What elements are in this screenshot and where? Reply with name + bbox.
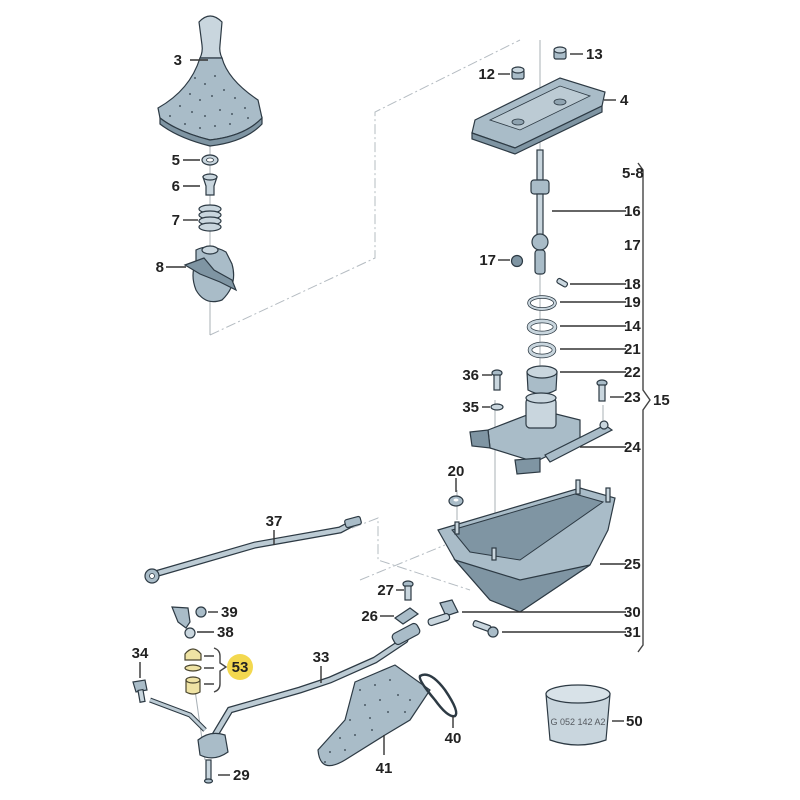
callout-34[interactable]: 34 [132,645,149,662]
boot-41[interactable] [317,664,431,767]
shift-rod[interactable] [149,622,421,759]
callout-33[interactable]: 33 [313,649,330,666]
bolt-31[interactable] [472,620,499,638]
callout-17-group[interactable]: 17 [624,237,641,254]
callout-labels: 3 4 5 6 7 8 12 13 16 17 17 18 19 14 21 2… [132,46,670,784]
circlip[interactable] [201,154,219,166]
bearing-shell[interactable] [526,365,558,395]
bolt-27[interactable] [402,580,414,601]
callout-41[interactable]: 41 [376,760,393,777]
clamp-26[interactable] [393,607,420,625]
callout-17-nut[interactable]: 17 [479,252,496,269]
nut-12[interactable] [511,66,525,80]
callout-25[interactable]: 25 [624,556,641,573]
ring-19[interactable] [527,295,557,311]
cover-plate[interactable] [471,77,606,155]
ball-housing[interactable] [183,245,238,303]
grease-tin-label: G 052 142 A2 [550,717,605,727]
callout-22[interactable]: 22 [624,364,641,381]
callout-18[interactable]: 18 [624,276,641,293]
callout-35[interactable]: 35 [462,399,479,416]
bush-kit-53-parts[interactable] [184,648,202,695]
callout-40[interactable]: 40 [445,730,462,747]
callout-36[interactable]: 36 [462,367,479,384]
callout-23[interactable]: 23 [624,389,641,406]
callout-24[interactable]: 24 [624,439,641,456]
highlight-badge-53 [227,654,253,680]
callout-27[interactable]: 27 [377,582,394,599]
callout-30[interactable]: 30 [624,604,641,621]
callout-39[interactable]: 39 [221,604,238,621]
callout-5[interactable]: 5 [172,152,180,169]
gear-lever[interactable] [530,149,550,275]
selector-rod[interactable] [144,515,362,584]
gear-knob-boot[interactable] [157,15,263,147]
gearbox-housing[interactable] [437,479,616,613]
callout-13[interactable]: 13 [586,46,603,63]
bush[interactable] [202,173,218,196]
group-label-15[interactable]: 15 [653,392,670,409]
kit-53-bracket [204,647,228,693]
group-range-label: 5-8 [622,165,644,182]
callout-7[interactable]: 7 [172,212,180,229]
callout-50[interactable]: 50 [626,713,643,730]
lever-bearing-housing[interactable] [469,392,614,475]
ring-21[interactable] [527,341,557,359]
callout-12[interactable]: 12 [478,66,495,83]
callout-16[interactable]: 16 [624,203,641,220]
washer-35[interactable] [490,403,504,411]
clamp-piece-30[interactable] [427,599,459,627]
callout-37[interactable]: 37 [266,513,283,530]
callout-19[interactable]: 19 [624,294,641,311]
callout-29[interactable]: 29 [233,767,250,784]
callout-38[interactable]: 38 [217,624,234,641]
bolt-36[interactable] [491,369,503,391]
callout-31[interactable]: 31 [624,624,641,641]
nut-17[interactable] [510,254,524,268]
callout-14[interactable]: 14 [624,318,641,335]
callout-6[interactable]: 6 [172,178,180,195]
nut-13[interactable] [553,46,567,60]
leader-lines [139,53,626,776]
nut-39[interactable] [195,606,207,618]
callout-53[interactable]: 53 [232,659,249,676]
ball-pin-38[interactable] [171,606,196,639]
nut-20[interactable] [448,495,464,507]
callout-4[interactable]: 4 [620,92,629,109]
callout-20[interactable]: 20 [448,463,465,480]
clip-40[interactable] [418,673,458,718]
callout-8[interactable]: 8 [156,259,164,276]
callout-26[interactable]: 26 [361,608,378,625]
callout-3[interactable]: 3 [174,52,182,69]
group-bracket [637,162,651,653]
spring[interactable] [198,204,222,232]
screw-29[interactable] [203,759,214,784]
bolt-34[interactable] [132,679,148,703]
callout-21[interactable]: 21 [624,341,641,358]
pin-18[interactable] [556,277,569,288]
ring-14[interactable] [526,318,558,336]
bolt-23[interactable] [596,379,608,402]
grease-tin-50[interactable]: G 052 142 A2 [545,684,611,746]
